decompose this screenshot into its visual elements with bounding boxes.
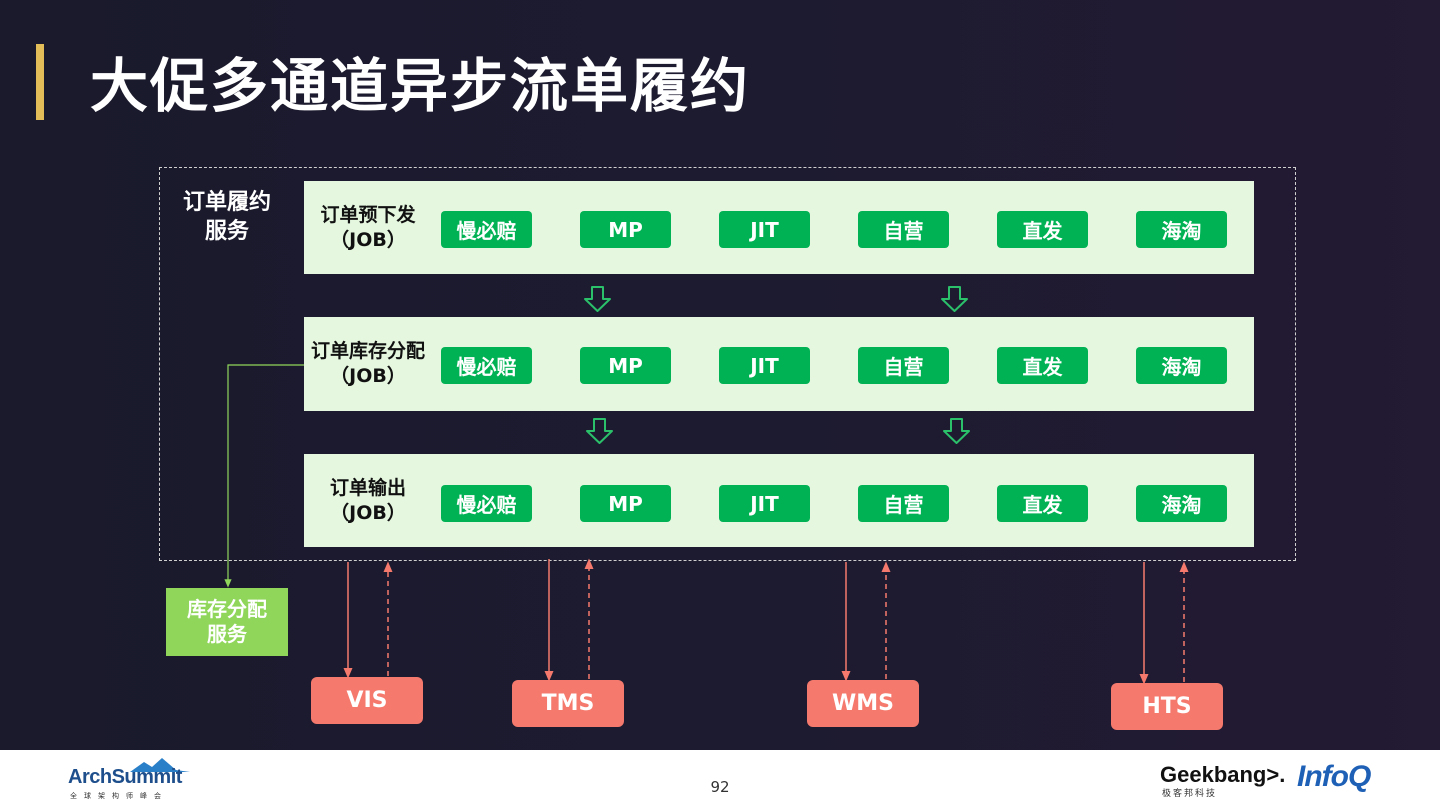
- down-arrow-icon: [586, 418, 613, 444]
- channel-chip: 自营: [858, 211, 949, 248]
- channel-chip: MP: [580, 211, 671, 248]
- channel-chip: 慢必赔: [441, 211, 532, 248]
- stage-label: 订单预下发 （JOB）: [304, 181, 432, 274]
- stage-pre-dispatch: 订单预下发 （JOB） 慢必赔 MP JIT 自营 直发 海淘: [304, 181, 1254, 274]
- footer: [0, 750, 1440, 810]
- stage-label-line1: 订单库存分配: [310, 340, 425, 362]
- channel-chip: JIT: [719, 485, 810, 522]
- channel-chip: 海淘: [1136, 485, 1227, 522]
- archsummit-logo-text: ArchSummit: [68, 766, 182, 788]
- stage-label: 订单库存分配 （JOB）: [304, 317, 432, 411]
- fulfillment-service-label-line2: 服务: [204, 219, 249, 244]
- inventory-service-line2: 服务: [207, 622, 247, 646]
- fulfillment-service-label-line1: 订单履约: [182, 190, 271, 215]
- inventory-service-line1: 库存分配: [187, 597, 267, 621]
- stage-label-line1: 订单输出: [329, 476, 406, 499]
- stage-inventory-allocation: 订单库存分配 （JOB） 慢必赔 MP JIT 自营 直发 海淘: [304, 317, 1254, 411]
- channel-chip: 自营: [858, 347, 949, 384]
- fulfillment-service-label: 订单履约 服务: [172, 188, 282, 246]
- stage-label-line2: （JOB）: [330, 365, 406, 387]
- fulfillment-service-boundary: [159, 167, 1296, 561]
- channel-chip: 海淘: [1136, 347, 1227, 384]
- down-arrow-icon: [584, 286, 611, 312]
- stage-label: 订单输出 （JOB）: [304, 454, 432, 547]
- mountain-icon: [130, 758, 190, 772]
- stage-label-line2: （JOB）: [330, 501, 406, 524]
- down-arrow-icon: [943, 418, 970, 444]
- geekbang-logo-text: Geekbang>.: [1160, 762, 1286, 787]
- channel-chip: 直发: [997, 485, 1088, 522]
- inventory-connector: [224, 364, 304, 588]
- channel-chip: MP: [580, 347, 671, 384]
- connectors-layer: [224, 286, 1189, 685]
- system-tms: TMS: [512, 680, 624, 727]
- page-title: 大促多通道异步流单履约: [90, 52, 751, 120]
- channel-chip: JIT: [719, 347, 810, 384]
- archsummit-logo: ArchSummit 全球架构师峰会: [68, 758, 208, 802]
- channel-chip: 直发: [997, 347, 1088, 384]
- system-vis: VIS: [311, 677, 423, 724]
- infoq-logo: InfoQ: [1297, 760, 1371, 793]
- page-number: 92: [710, 778, 730, 796]
- stage-order-output: 订单输出 （JOB） 慢必赔 MP JIT 自营 直发 海淘: [304, 454, 1254, 547]
- channel-chip: 直发: [997, 211, 1088, 248]
- stage-label-line2: （JOB）: [330, 228, 406, 251]
- slide-background: 大促多通道异步流单履约 订单履约 服务 订单预下发 （JOB） 慢必赔 MP J…: [0, 0, 1440, 750]
- channel-chip: 自营: [858, 485, 949, 522]
- system-hts: HTS: [1111, 683, 1223, 730]
- title-accent-bar: [36, 44, 44, 120]
- channel-chip: MP: [580, 485, 671, 522]
- geekbang-logo: Geekbang>. 极客邦科技: [1160, 762, 1300, 802]
- down-arrow-icon: [941, 286, 968, 312]
- system-wms: WMS: [807, 680, 919, 727]
- stage-label-line1: 订单预下发: [320, 203, 416, 226]
- channel-chip: JIT: [719, 211, 810, 248]
- channel-chip: 海淘: [1136, 211, 1227, 248]
- inventory-allocation-service: 库存分配 服务: [166, 588, 288, 656]
- geekbang-logo-subtitle: 极客邦科技: [1162, 789, 1218, 799]
- archsummit-logo-subtitle: 全球架构师峰会: [70, 792, 168, 800]
- channel-chip: 慢必赔: [441, 347, 532, 384]
- channel-chip: 慢必赔: [441, 485, 532, 522]
